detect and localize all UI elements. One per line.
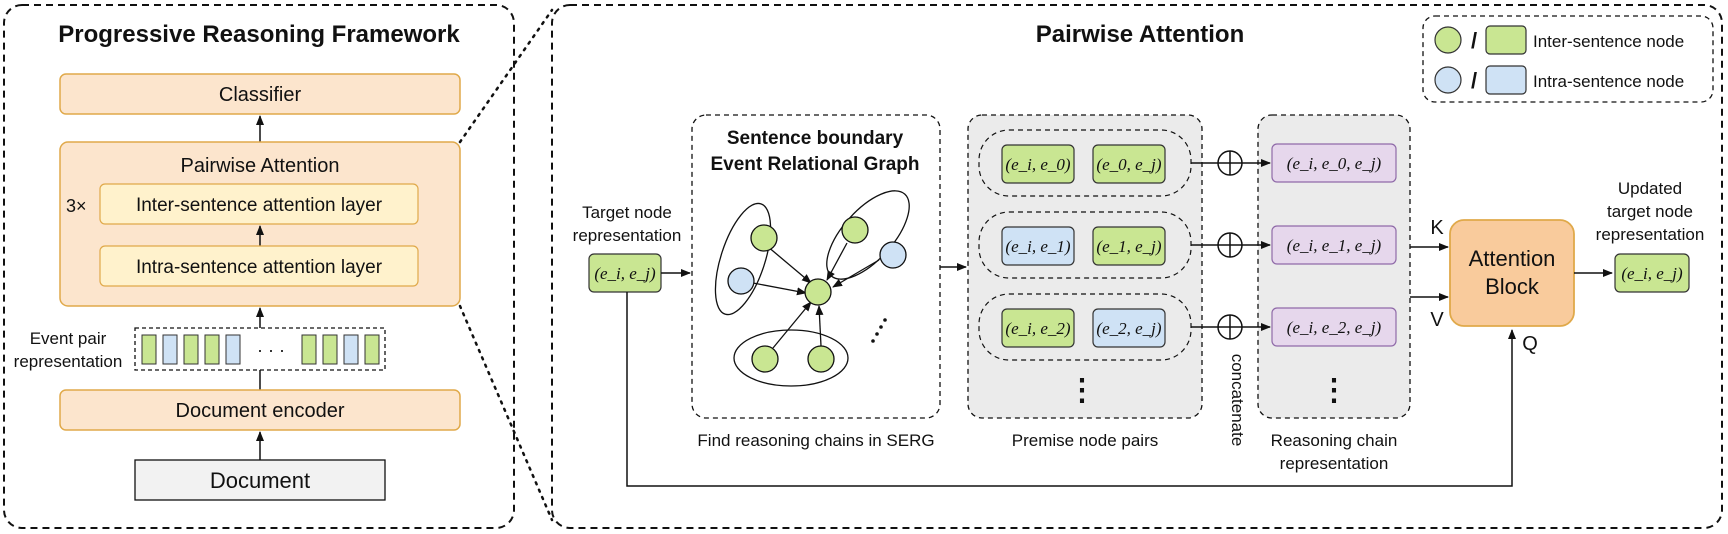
serg-title-1: Sentence boundary [727, 128, 904, 149]
serg-graph [714, 190, 910, 387]
concatenate-label: concatenate [1228, 354, 1247, 447]
chain-0-label: (e_i, e_0, e_j) [1287, 154, 1382, 173]
target-node-label: (e_i, e_j) [594, 264, 656, 283]
left-panel-title: Progressive Reasoning Framework [58, 21, 460, 48]
legend-intra-rect [1485, 65, 1527, 95]
document-label: Document [210, 468, 310, 493]
serg-title-2: Event Relational Graph [710, 154, 919, 175]
legend-slash-1: / [1471, 28, 1477, 53]
attention-label-2: Block [1485, 274, 1540, 299]
legend-inter-rect [1485, 25, 1527, 55]
updated-node-label: (e_i, e_j) [1621, 264, 1683, 283]
premise-pair-row-2 [978, 293, 1192, 361]
legend-box [1422, 15, 1714, 103]
serg-dots [871, 318, 887, 343]
serg-caption: Find reasoning chains in SERG [697, 431, 934, 450]
zoom-line-top [458, 8, 554, 144]
inter-layer-box [99, 183, 419, 225]
pair-0-left-label: (e_i, e_0) [1005, 155, 1070, 174]
updated-label-2: target node [1607, 202, 1693, 221]
updated-node [1614, 253, 1690, 293]
chain-caption-1: Reasoning chain [1271, 431, 1398, 450]
chain-nodes [1271, 143, 1397, 347]
premise-pair-row-0 [978, 129, 1192, 197]
updated-label-1: Updated [1618, 179, 1682, 198]
premise-vdots: ⋮ [1067, 374, 1097, 407]
document-encoder-label: Document encoder [176, 400, 345, 422]
pair-1-right-label: (e_1, e_j) [1096, 237, 1161, 256]
premise-caption: Premise node pairs [1012, 431, 1158, 450]
pair-2-right-label: (e_2, e_j) [1096, 319, 1161, 338]
pair-2-left-label: (e_i, e_2) [1005, 319, 1070, 338]
premise-pair-row-1 [978, 211, 1192, 279]
legend-slash-2: / [1471, 68, 1477, 93]
chain-caption-2: representation [1280, 454, 1389, 473]
target-label-1: Target node [582, 203, 672, 222]
document-box [134, 459, 386, 501]
intra-layer-box [99, 245, 419, 287]
intra-layer-label: Intra-sentence attention layer [136, 257, 383, 278]
chain-2-label: (e_i, e_2, e_j) [1287, 318, 1382, 337]
concat-connectors [1191, 150, 1271, 340]
legend-inter-label: Inter-sentence node [1533, 32, 1684, 51]
chain-1-label: (e_i, e_1, e_j) [1287, 236, 1382, 255]
legend-intra-circle [1434, 66, 1462, 94]
event-pair-label-1: Event pair [30, 329, 107, 348]
right-panel-frame [551, 4, 1723, 529]
classifier-box [59, 73, 461, 115]
classifier-label: Classifier [219, 84, 302, 106]
zoom-line-bottom [458, 304, 554, 522]
k-label: K [1430, 217, 1444, 239]
q-label: Q [1522, 333, 1538, 355]
pair-0-right-label: (e_0, e_j) [1096, 155, 1161, 174]
attention-label-1: Attention [1469, 246, 1556, 271]
document-encoder-box [59, 389, 461, 431]
legend-intra-label: Intra-sentence node [1533, 72, 1684, 91]
event-pair-label-2: representation [14, 352, 123, 371]
event-pair-ellipsis: · · · [257, 340, 285, 360]
left-panel-frame [3, 4, 515, 529]
v-label: V [1430, 309, 1444, 331]
event-pair-vectors [141, 334, 380, 365]
right-panel-title: Pairwise Attention [1036, 21, 1244, 48]
repeat-label: 3× [66, 196, 87, 216]
chain-vdots: ⋮ [1319, 374, 1349, 407]
attention-block [1449, 219, 1575, 327]
target-label-2: representation [573, 226, 682, 245]
inter-layer-label: Inter-sentence attention layer [136, 195, 383, 216]
legend-inter-circle [1434, 26, 1462, 54]
updated-label-3: representation [1596, 225, 1705, 244]
pair-1-left-label: (e_i, e_1) [1005, 237, 1070, 256]
pairwise-attention-label: Pairwise Attention [181, 155, 340, 177]
q-path [626, 292, 1516, 487]
